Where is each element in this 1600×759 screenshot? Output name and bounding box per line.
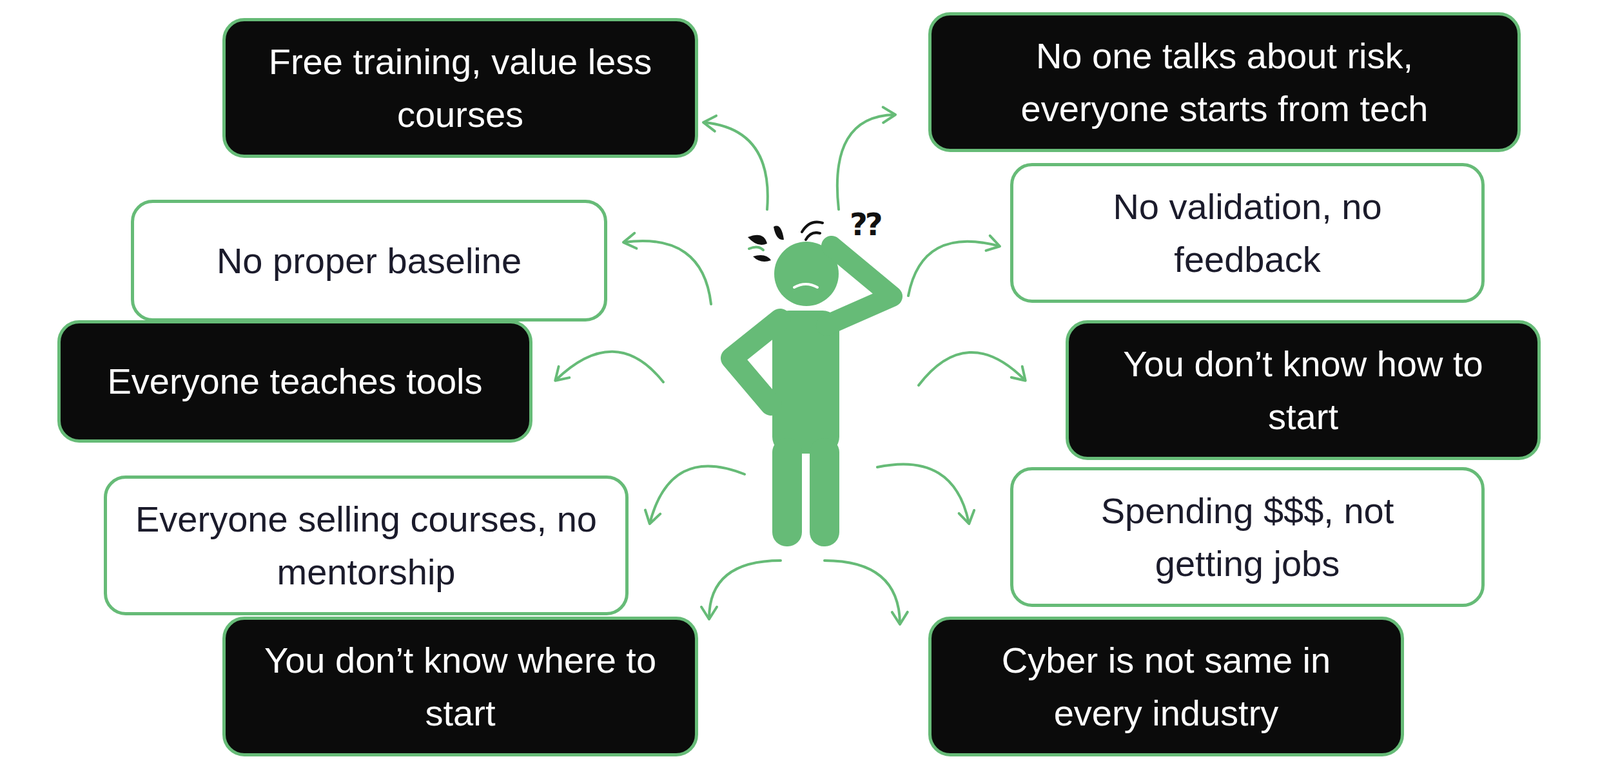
box-text-wrap: No one talks about risk, everyone starts… (959, 29, 1490, 135)
box-text: You don’t know how to start (1097, 337, 1510, 443)
box-text: You don’t know where to start (253, 634, 667, 739)
box-text-wrap: Everyone teaches tools (107, 355, 483, 408)
box-text: No one talks about risk, everyone starts… (959, 29, 1490, 135)
problem-box: Everyone selling courses, no mentorship (103, 475, 629, 616)
box-text-wrap: Free training, value less courses (253, 35, 667, 140)
box-text-wrap: Spending $$$, not getting jobs (1041, 484, 1454, 590)
problem-box: Everyone teaches tools (57, 320, 533, 443)
question-marks: ?? (849, 206, 881, 243)
problem-box: Spending $$$, not getting jobs (1010, 467, 1485, 608)
box-text-wrap: No validation, no feedback (1041, 180, 1454, 285)
box-text: Spending $$$, not getting jobs (1041, 484, 1454, 590)
box-text-wrap: Cyber is not same in every industry (959, 634, 1373, 739)
problem-box: You don’t know how to start (1065, 320, 1541, 461)
box-text: No validation, no feedback (1041, 180, 1454, 285)
box-text-wrap: You don’t know how to start (1097, 337, 1510, 443)
box-text: Everyone teaches tools (107, 355, 483, 408)
problem-box: Cyber is not same in every industry (928, 616, 1405, 757)
box-text-wrap: You don’t know where to start (253, 634, 667, 739)
problem-box: No validation, no feedback (1010, 163, 1485, 303)
problem-box: No one talks about risk, everyone starts… (928, 12, 1521, 153)
box-text-wrap: Everyone selling courses, no mentorship (135, 493, 597, 598)
box-text: Everyone selling courses, no mentorship (135, 493, 597, 598)
box-text: No proper baseline (216, 234, 522, 287)
stick-figure (731, 222, 893, 547)
box-text: Cyber is not same in every industry (959, 634, 1373, 739)
box-text-wrap: No proper baseline (216, 234, 522, 287)
box-text: Free training, value less courses (253, 35, 667, 140)
problem-box: No proper baseline (130, 199, 608, 322)
problem-box: You don’t know where to start (222, 616, 699, 757)
problem-box: Free training, value less courses (222, 18, 699, 158)
